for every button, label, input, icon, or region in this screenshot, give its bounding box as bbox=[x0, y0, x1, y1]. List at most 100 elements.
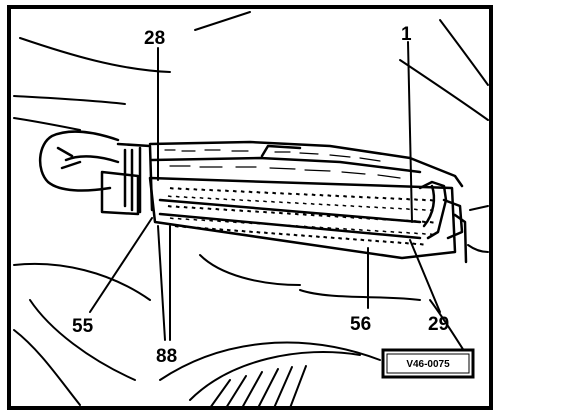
connector-pin bbox=[318, 214, 323, 217]
connector-pin bbox=[240, 221, 245, 224]
connector-housing bbox=[100, 140, 468, 264]
connector-pin bbox=[280, 224, 284, 227]
connector-pin bbox=[303, 225, 308, 228]
leader-29 bbox=[409, 239, 441, 313]
connector-pin bbox=[350, 216, 355, 219]
callout-88: 88 bbox=[156, 346, 177, 367]
connector-pin bbox=[240, 190, 245, 193]
connector-pin bbox=[382, 230, 387, 233]
connector-pin bbox=[295, 192, 300, 196]
connector-pin bbox=[231, 198, 236, 201]
connector-pin bbox=[191, 196, 196, 199]
connector-pin bbox=[207, 197, 212, 200]
connector-pin bbox=[249, 230, 253, 234]
connector-pin bbox=[419, 243, 424, 246]
connector-pin bbox=[311, 193, 316, 197]
connector-pin bbox=[406, 207, 410, 211]
connector-pin bbox=[390, 197, 395, 200]
connector-pin bbox=[421, 198, 426, 202]
connector-pin bbox=[223, 208, 228, 211]
leader-1 bbox=[407, 41, 413, 223]
connector-pin bbox=[286, 233, 291, 236]
connector-pin bbox=[338, 237, 343, 240]
connector-pin bbox=[256, 231, 261, 234]
connector-pin bbox=[398, 207, 402, 210]
connector-pin bbox=[239, 199, 244, 202]
connector-pin bbox=[226, 228, 231, 232]
connector-pin bbox=[288, 192, 292, 196]
connector-pin bbox=[374, 229, 379, 232]
connector-pin bbox=[189, 226, 194, 229]
connector-pin bbox=[199, 196, 204, 200]
callout-28: 28 bbox=[144, 28, 165, 49]
reference-code: V46-0075 bbox=[406, 359, 450, 370]
connector-pin bbox=[367, 239, 372, 242]
connector-pin bbox=[248, 222, 253, 225]
connector-pin bbox=[351, 195, 355, 198]
connector-pin bbox=[413, 208, 418, 211]
connector-pin bbox=[382, 240, 387, 243]
connector-pin bbox=[225, 220, 229, 223]
connector-pin bbox=[263, 200, 267, 203]
connector-pin bbox=[211, 227, 216, 231]
connector-pin bbox=[374, 196, 379, 200]
callout-29: 29 bbox=[428, 314, 449, 335]
connector-pin bbox=[241, 229, 246, 233]
connector-pin bbox=[366, 196, 371, 199]
connector-pin bbox=[183, 205, 188, 209]
connector-pin bbox=[169, 187, 174, 190]
connector-pin bbox=[343, 195, 348, 198]
connector-pin bbox=[209, 219, 214, 222]
connector-pin bbox=[209, 188, 214, 192]
connector-pin bbox=[175, 195, 180, 198]
connector-pin bbox=[215, 207, 220, 211]
connector-pin bbox=[382, 218, 387, 221]
connector-pin bbox=[375, 239, 380, 243]
connector-pin bbox=[293, 233, 298, 237]
connector-pin bbox=[264, 223, 269, 226]
connector-pin bbox=[310, 202, 315, 205]
connector-pin bbox=[342, 215, 347, 219]
connector-pin bbox=[404, 241, 409, 245]
connector-pin bbox=[318, 203, 323, 206]
connector-pin bbox=[334, 204, 339, 207]
connector-pin bbox=[319, 226, 324, 229]
connector-pin bbox=[248, 190, 253, 194]
connector-pin bbox=[256, 191, 261, 194]
connector-pin bbox=[308, 234, 313, 238]
connector-pin bbox=[286, 212, 291, 215]
connector-pin bbox=[310, 213, 315, 217]
connector-pin bbox=[390, 218, 394, 222]
connector-pin bbox=[319, 193, 324, 197]
connector-pin bbox=[234, 229, 239, 232]
connector-pin bbox=[366, 229, 371, 232]
connector-pin bbox=[294, 202, 299, 205]
connector-pin bbox=[421, 220, 426, 224]
connector-pin bbox=[390, 240, 394, 244]
connector-pin bbox=[263, 231, 268, 235]
connector-pin bbox=[279, 201, 283, 204]
connector-pin bbox=[302, 202, 307, 205]
connector-pin bbox=[232, 221, 237, 224]
connector-pin bbox=[429, 233, 434, 236]
connector-pin bbox=[390, 230, 395, 233]
connector-pin bbox=[185, 218, 190, 221]
connector-pin bbox=[256, 222, 261, 225]
connector-pin bbox=[327, 226, 332, 230]
connector-pin bbox=[239, 209, 244, 212]
connector-pin bbox=[334, 215, 339, 218]
connector-pin bbox=[398, 231, 403, 234]
connector-pin bbox=[350, 205, 355, 208]
connector-pin bbox=[303, 193, 308, 196]
connector-pin bbox=[278, 211, 283, 215]
connector-pin bbox=[182, 225, 187, 229]
connector-pin bbox=[193, 188, 198, 191]
connector-pin bbox=[406, 231, 410, 234]
connector-pin bbox=[397, 241, 402, 244]
callout-56: 56 bbox=[350, 314, 371, 335]
connector-pin bbox=[217, 220, 221, 223]
connector-pin bbox=[271, 232, 276, 235]
connector-pin bbox=[288, 224, 292, 227]
connector-pin bbox=[255, 199, 259, 203]
connector-pin bbox=[183, 196, 188, 199]
